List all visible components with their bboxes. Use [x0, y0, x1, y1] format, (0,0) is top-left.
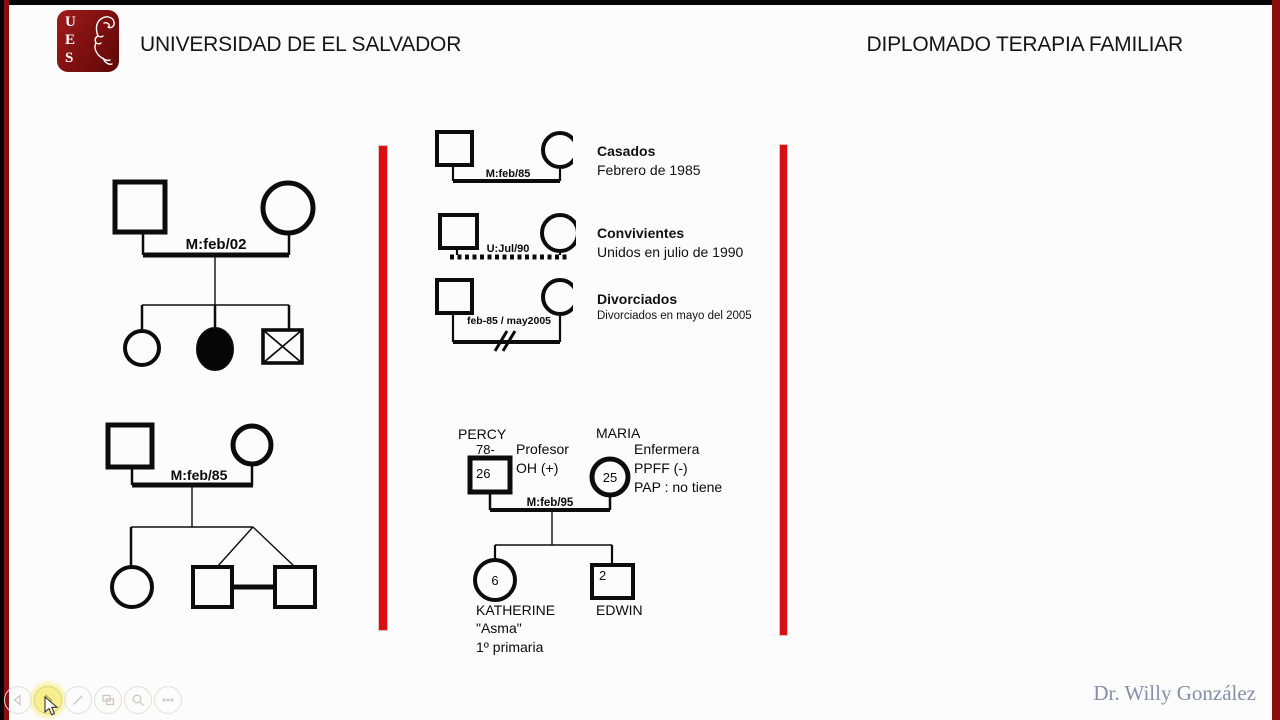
mother-circle	[260, 180, 316, 236]
marriage-date-label: M:feb/85	[171, 467, 228, 483]
edwin-square	[590, 563, 635, 600]
wife-circle	[541, 278, 573, 316]
presenter-signature: Dr. Willy González	[1093, 681, 1256, 705]
union-date-label: feb-85 / may2005	[467, 315, 551, 327]
daughter-circle	[110, 565, 154, 609]
minerva-face-icon	[94, 16, 115, 65]
wife-circle	[541, 131, 573, 169]
left-edge-black	[0, 0, 4, 720]
legend-title-casados: Casados	[597, 143, 656, 159]
course-title: DIPLOMADO TERAPIA FAMILIAR	[866, 33, 1184, 56]
genogram-family2: M:feb/85	[105, 422, 317, 609]
father-square	[105, 422, 155, 470]
daughter-circle	[123, 329, 161, 367]
katherine-note1: "Asma"	[476, 620, 522, 636]
legend-title-divorciados: Divorciados	[597, 291, 678, 307]
red-divider-left	[379, 146, 387, 630]
logo-letter-e: E	[65, 32, 76, 48]
husband-square	[435, 130, 474, 167]
legend-symbol-convivientes: U:Jul/90	[438, 213, 576, 260]
bottom-maroon-bar	[0, 707, 1280, 714]
father-occupation: Profesor	[516, 441, 569, 457]
father-square	[112, 179, 168, 235]
divorce-double-slash	[493, 330, 517, 352]
genogram-family1: M:feb/02	[112, 179, 316, 371]
deceased-son-square	[261, 328, 304, 365]
mother-name: MARIA	[596, 425, 641, 441]
right-edge-maroon	[1272, 0, 1280, 720]
legend-subtitle-casados: Febrero de 1985	[597, 162, 701, 178]
katherine-note2: 1º primaria	[476, 639, 544, 655]
legend-symbol-casados: M:feb/85	[435, 130, 573, 183]
university-title: UNIVERSIDAD DE EL SALVADOR	[140, 33, 462, 56]
see-all-slides-button[interactable]	[94, 686, 122, 714]
katherine-circle	[473, 558, 517, 602]
more-options-button[interactable]	[154, 686, 182, 714]
father-age: 26	[476, 466, 490, 481]
logo-letter-u: U	[65, 14, 76, 30]
mother-age: 25	[603, 470, 617, 485]
affected-daughter-filled-circle	[196, 327, 234, 371]
legend-symbol-divorciados: feb-85 / may2005	[435, 278, 573, 352]
edwin-age: 2	[599, 568, 606, 583]
wife-circle	[540, 213, 576, 253]
zoom-slide-button[interactable]	[124, 686, 152, 714]
mother-note2: PAP : no tiene	[634, 479, 722, 495]
slides-grid-icon	[102, 694, 115, 706]
father-name: PERCY	[458, 426, 507, 442]
magnifier-icon	[132, 694, 144, 706]
father-birth: 78-	[476, 442, 495, 457]
legend-subtitle-convivientes: Unidos en julio de 1990	[597, 244, 744, 260]
edwin-name: EDWIN	[596, 602, 643, 618]
twin-line-left	[216, 526, 254, 568]
twin-line-right	[252, 526, 296, 568]
pen-icon	[73, 695, 83, 705]
bottom-black-bar	[0, 714, 1280, 720]
union-date-label: U:Jul/90	[487, 243, 530, 255]
katherine-age: 6	[491, 573, 498, 588]
legend-title-convivientes: Convivientes	[597, 225, 685, 241]
red-divider-right	[780, 145, 787, 635]
ues-logo-letters: U E S	[65, 13, 76, 67]
ues-logo: U E S	[57, 10, 119, 72]
ellipsis-icon	[162, 698, 174, 702]
pen-tool-button[interactable]	[64, 686, 92, 714]
top-edge-bar	[0, 0, 1280, 5]
twin-son-square-1	[191, 565, 234, 609]
left-edge-maroon	[4, 0, 9, 720]
union-date-label: M:feb/85	[486, 168, 531, 180]
logo-letter-s: S	[65, 50, 74, 66]
mother-circle	[230, 423, 274, 467]
father-note: OH (+)	[516, 460, 558, 476]
genogram-example-family: PERCY 78- 26 Profesor OH (+) MARIA Enfer…	[458, 425, 722, 655]
katherine-name: KATHERINE	[476, 602, 555, 618]
deceased-x-mark	[262, 329, 303, 364]
mother-note1: PPFF (-)	[634, 460, 688, 476]
husband-square	[435, 278, 474, 315]
legend-subtitle-divorciados: Divorciados en mayo del 2005	[597, 310, 752, 322]
twin-son-square-2	[273, 565, 317, 609]
marriage-date-label: M:feb/02	[186, 236, 247, 253]
arrow-left-icon	[13, 694, 21, 706]
mouse-cursor	[44, 696, 59, 716]
prev-slide-button[interactable]	[4, 686, 32, 714]
husband-square	[438, 213, 479, 250]
marriage-date-label: M:feb/95	[527, 497, 574, 509]
mother-occupation: Enfermera	[634, 441, 700, 457]
